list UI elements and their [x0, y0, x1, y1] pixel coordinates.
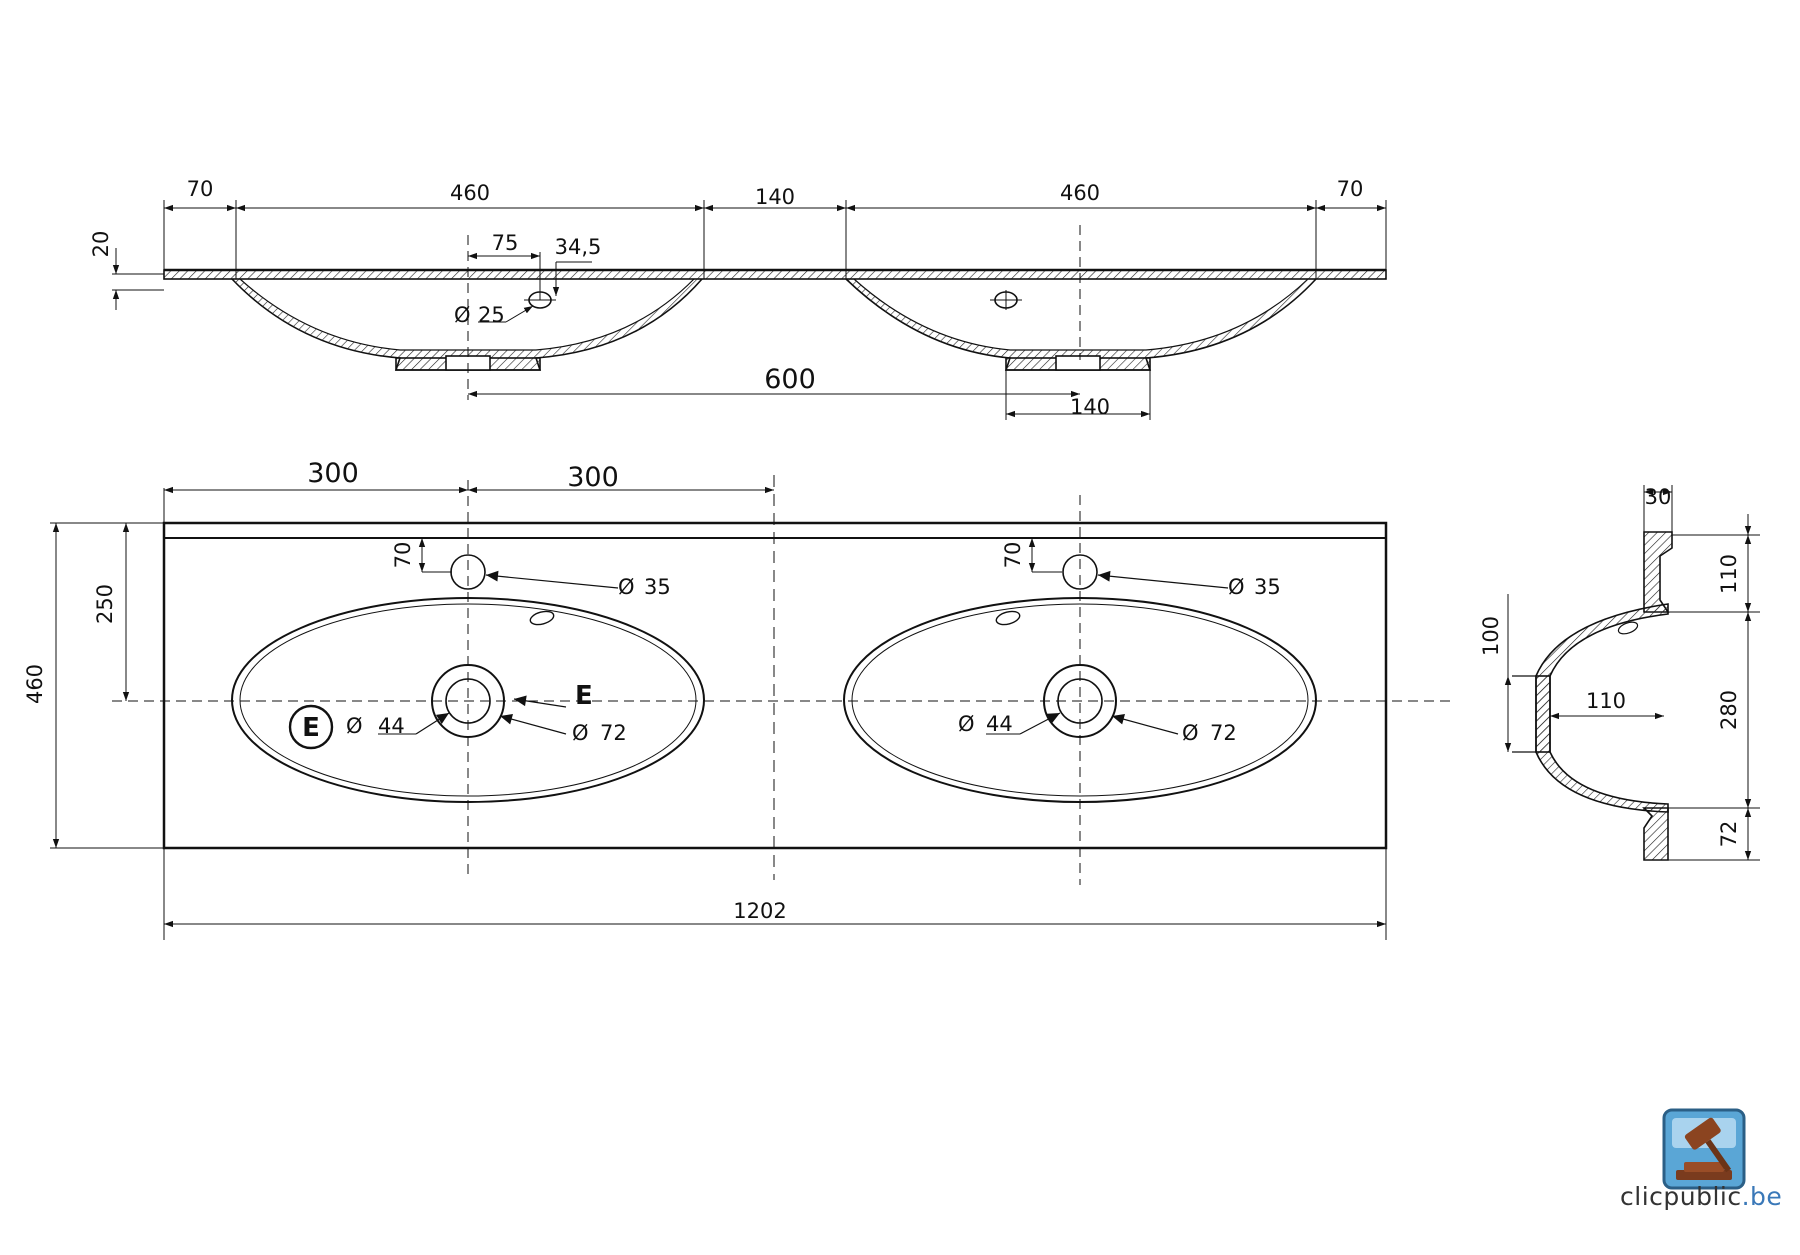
dim-tap-hole-diameter-front: 25: [478, 303, 505, 327]
diameter-symbol: Ø: [1182, 721, 1199, 745]
dim-middle-gap: 140: [755, 185, 795, 209]
site-branding[interactable]: clicpublic.be: [1620, 1182, 1782, 1211]
dim-drain-foot-width: 140: [1070, 395, 1110, 419]
countertop-slab: [163, 269, 1387, 280]
site-tld: .be: [1741, 1182, 1783, 1211]
countertop-outline: [162, 521, 1388, 850]
dim-tap-offset-left: 70: [391, 542, 415, 569]
auction-gavel-icon: [1662, 1108, 1746, 1190]
dim-basin-line: 250: [93, 584, 117, 624]
top-view: [50, 475, 1450, 940]
dim-basin-width-right: 460: [1060, 181, 1100, 205]
diameter-symbol: Ø: [572, 721, 589, 745]
dim-rim-left: 70: [187, 177, 214, 201]
dim-drain-outer-right: 72: [1210, 721, 1237, 745]
dim-front-lip: 72: [1717, 821, 1741, 848]
dim-tap-offset-vertical: 34,5: [555, 235, 602, 259]
dim-drain-diameter-left: 44: [378, 714, 405, 738]
diameter-symbol: Ø: [958, 712, 975, 736]
dim-wall-thickness: 30: [1645, 485, 1672, 509]
dim-tap-hole-diameter-right: 35: [1254, 575, 1281, 599]
front-section-view: [112, 200, 1387, 420]
dim-overall-width: 1202: [733, 899, 786, 923]
dim-tap-offset-right: 70: [1001, 542, 1025, 569]
dim-outlet-projection: 110: [1586, 689, 1626, 713]
dim-outlet-height: 100: [1479, 616, 1503, 656]
tap-hole-right: [1062, 554, 1098, 590]
dim-diameter-symbol: Ø: [454, 303, 471, 327]
dim-tap-hole-diameter-left: 35: [644, 575, 671, 599]
overflow-marker-circle: [288, 704, 334, 750]
site-name: clicpublic: [1620, 1182, 1742, 1211]
dim-basin-width-left: 460: [450, 181, 490, 205]
side-section-view: [1504, 485, 1760, 861]
dim-tap-offset: 75: [492, 231, 519, 255]
dim-drain-diameter-right: 44: [986, 712, 1013, 736]
dim-spacing-left: 300: [307, 458, 359, 489]
dim-rim-right: 70: [1337, 177, 1364, 201]
diameter-symbol: Ø: [346, 714, 363, 738]
diameter-symbol: Ø: [618, 575, 635, 599]
dim-depth: 460: [23, 664, 47, 704]
dim-drain-outer-left: 72: [600, 721, 627, 745]
dim-bowl-depth: 280: [1717, 690, 1741, 730]
overflow-label-circled: E: [302, 713, 320, 743]
dim-upper-depth: 110: [1717, 554, 1741, 594]
diameter-symbol: Ø: [1228, 575, 1245, 599]
dim-rim-thickness: 20: [89, 231, 113, 258]
dim-drain-spacing: 600: [764, 364, 816, 395]
dim-spacing-right: 300: [567, 462, 619, 493]
overflow-label: E: [575, 681, 593, 711]
